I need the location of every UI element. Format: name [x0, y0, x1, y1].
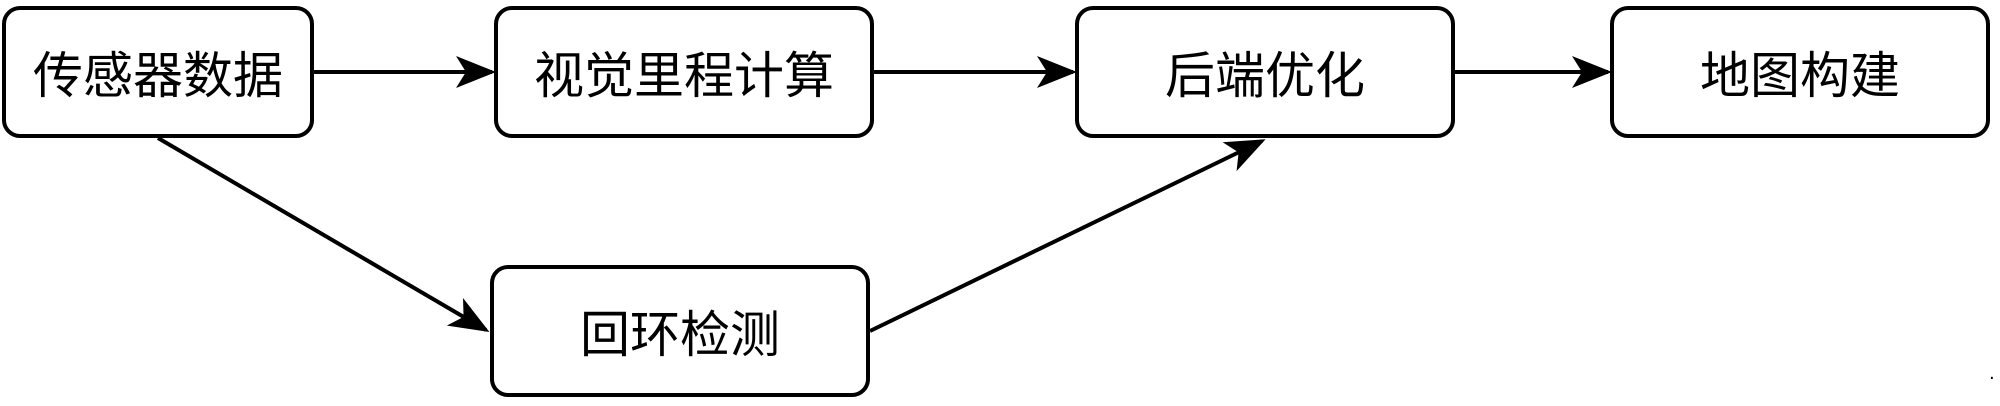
node-sensor-data: 传感器数据 [2, 6, 314, 138]
edge-sensor-to-loop [156, 136, 490, 333]
node-loop-detection-label: 回环检测 [580, 306, 780, 364]
node-visual-odometry: 视觉里程计算 [494, 6, 874, 138]
node-backend-optimization-label: 后端优化 [1165, 47, 1365, 105]
node-sensor-data-label: 传感器数据 [33, 47, 283, 105]
node-map-building: 地图构建 [1610, 6, 1990, 138]
node-visual-odometry-label: 视觉里程计算 [534, 47, 834, 105]
edge-loop-to-backend [869, 139, 1266, 333]
node-loop-detection: 回环检测 [490, 265, 870, 397]
node-backend-optimization: 后端优化 [1075, 6, 1455, 138]
node-map-building-label: 地图构建 [1700, 47, 1900, 105]
corner-mark-icon: · [1989, 368, 1995, 389]
